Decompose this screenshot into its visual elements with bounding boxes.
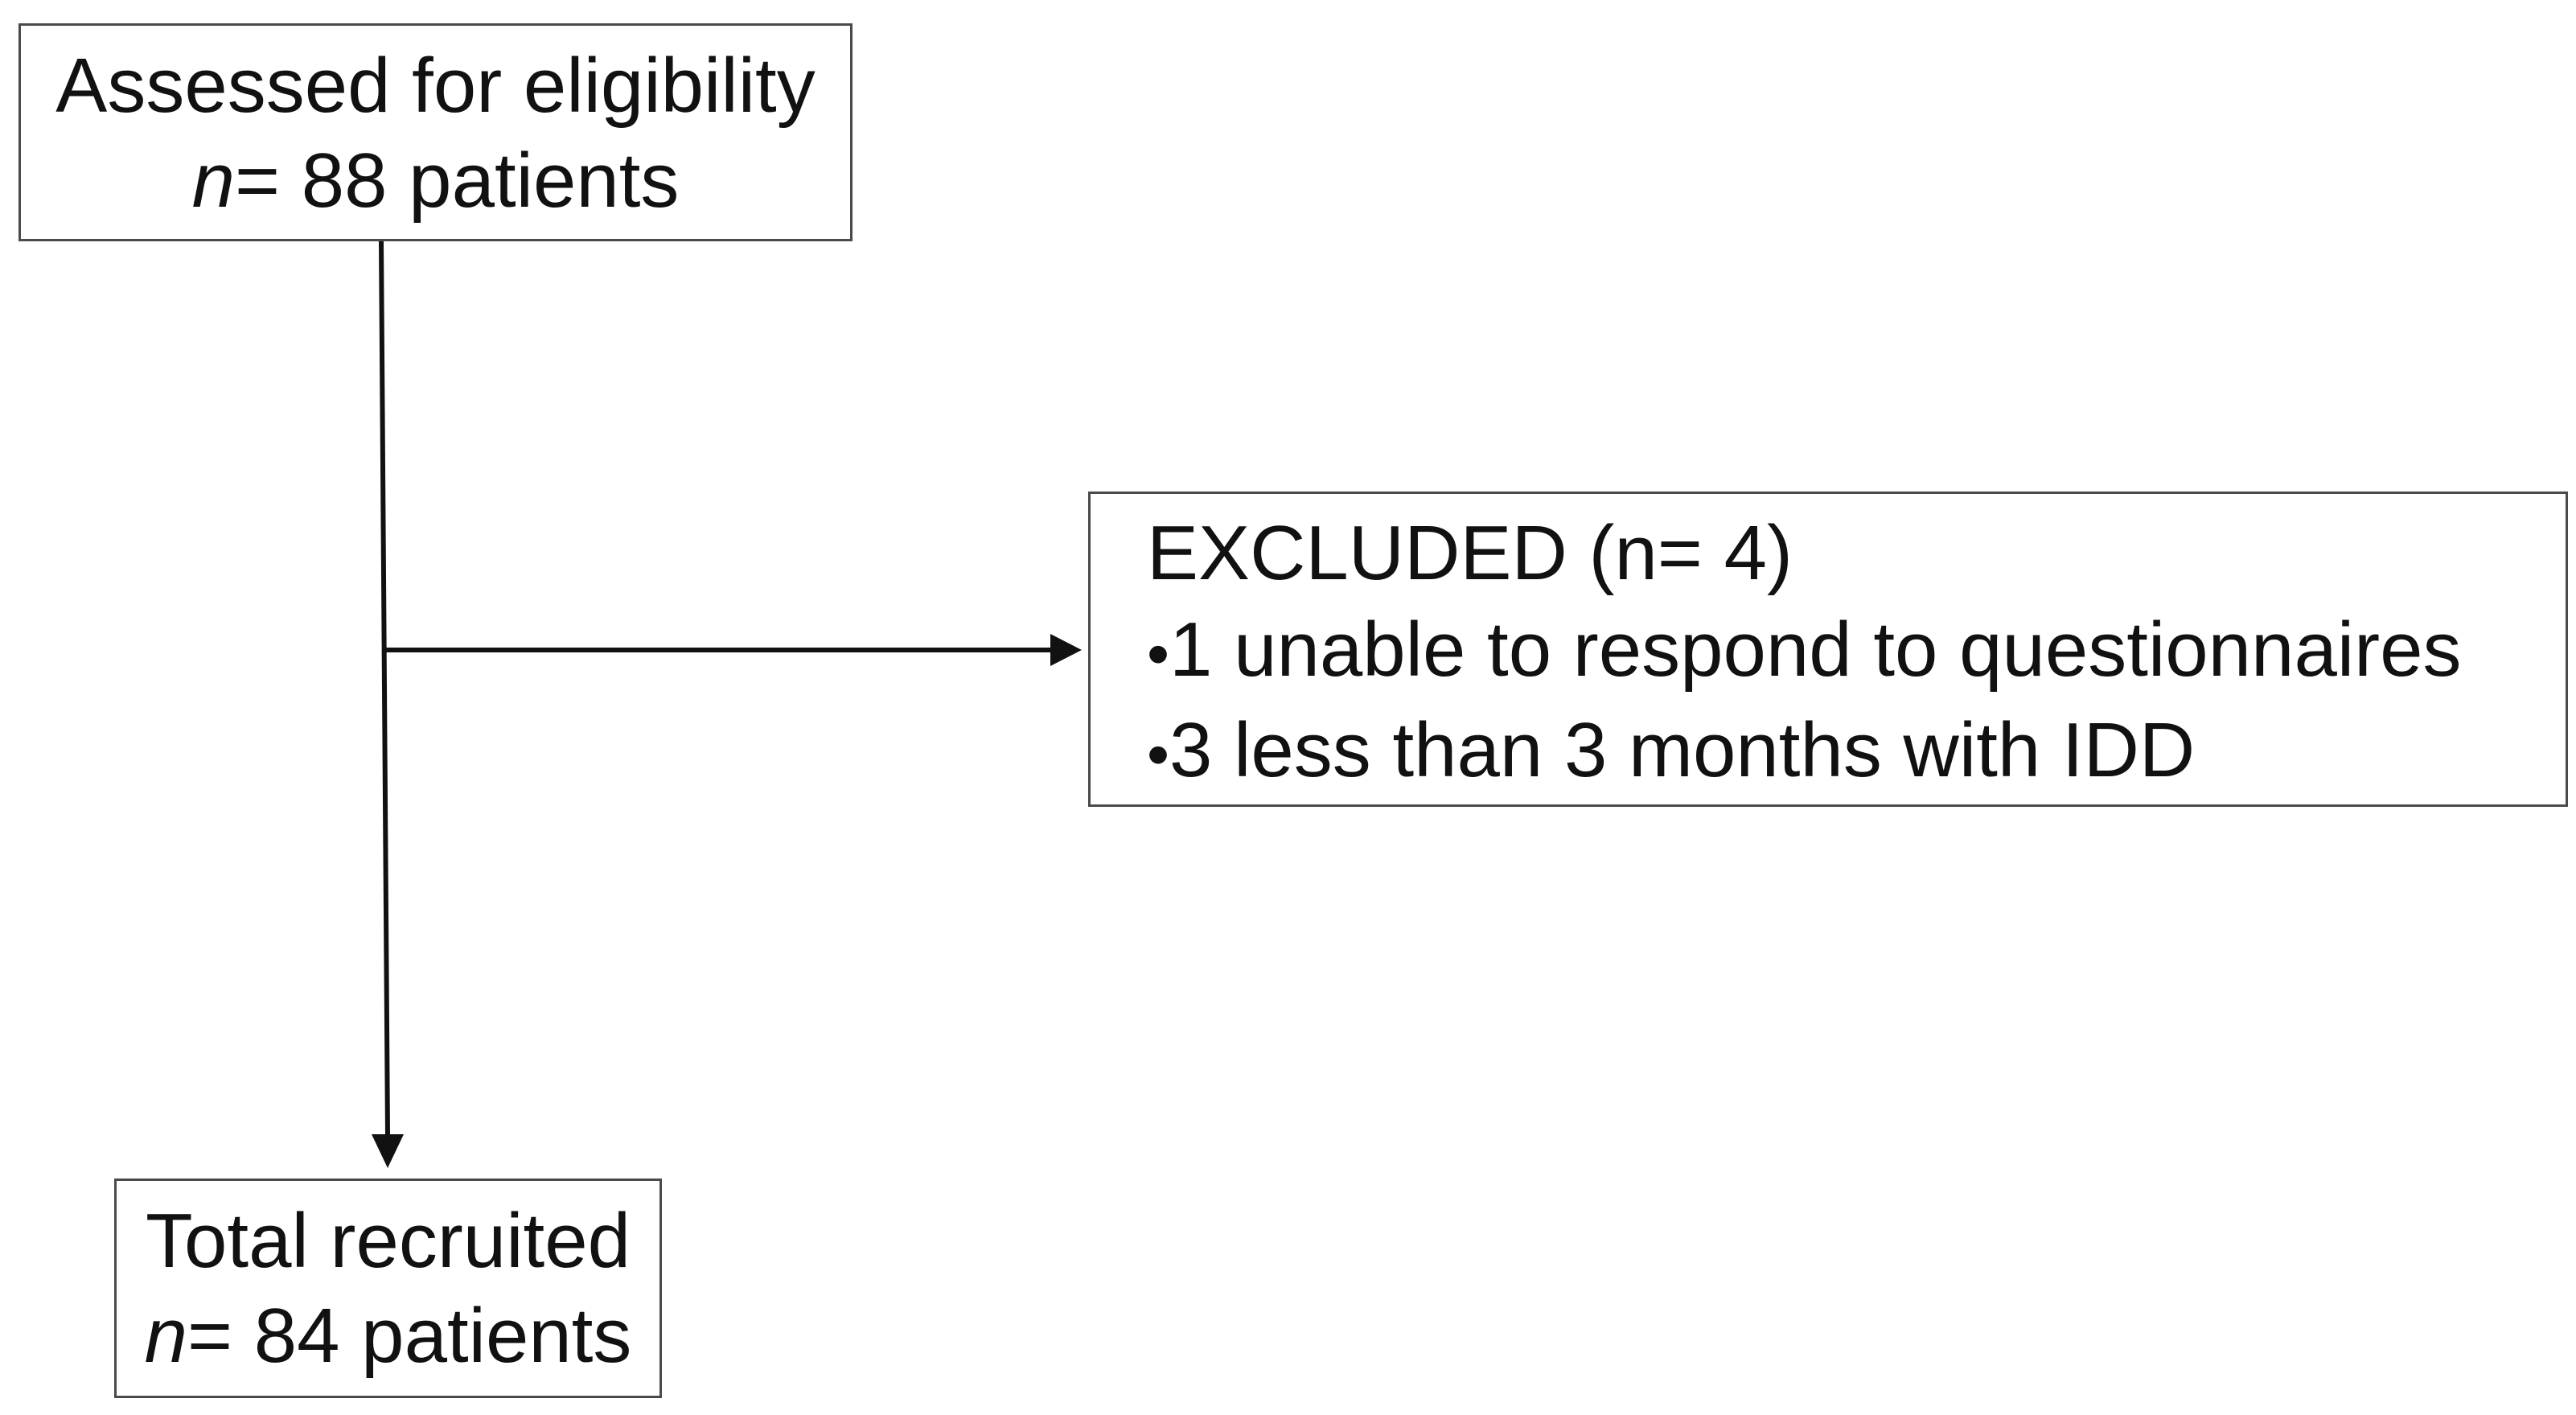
trunk-line [379,241,390,1137]
arrow-right-head [1050,634,1082,666]
assessed-n-symbol: n [191,138,235,224]
recruited-n-symbol: n [144,1293,187,1379]
arrow-down-head [372,1134,404,1168]
recruited-count: n= 84 patients [117,1289,659,1384]
excluded-item: •1 unable to respond to questionnaires [1147,602,2566,702]
assessed-title: Assessed for eligibility [55,43,816,129]
assessed-box: Assessed for eligibility n= 88 patients [18,23,853,241]
recruited-n-text: = 84 patients [187,1293,632,1379]
excluded-item: •3 less than 3 months with IDD [1147,702,2566,803]
bullet-icon: • [1147,618,1170,689]
recruited-title: Total recruited [146,1198,631,1284]
assessed-n-text: = 88 patients [234,138,680,224]
excluded-title: EXCLUDED (n= 4) [1147,510,1793,596]
bullet-icon: • [1147,718,1170,790]
excluded-item-text: 1 unable to respond to questionnaires [1169,607,2462,693]
excluded-item-text: 3 less than 3 months with IDD [1169,707,2196,793]
excluded-box: EXCLUDED (n= 4) •1 unable to respond to … [1088,492,2568,807]
assessed-count: n= 88 patients [21,134,850,228]
recruited-box: Total recruited n= 84 patients [114,1178,662,1398]
